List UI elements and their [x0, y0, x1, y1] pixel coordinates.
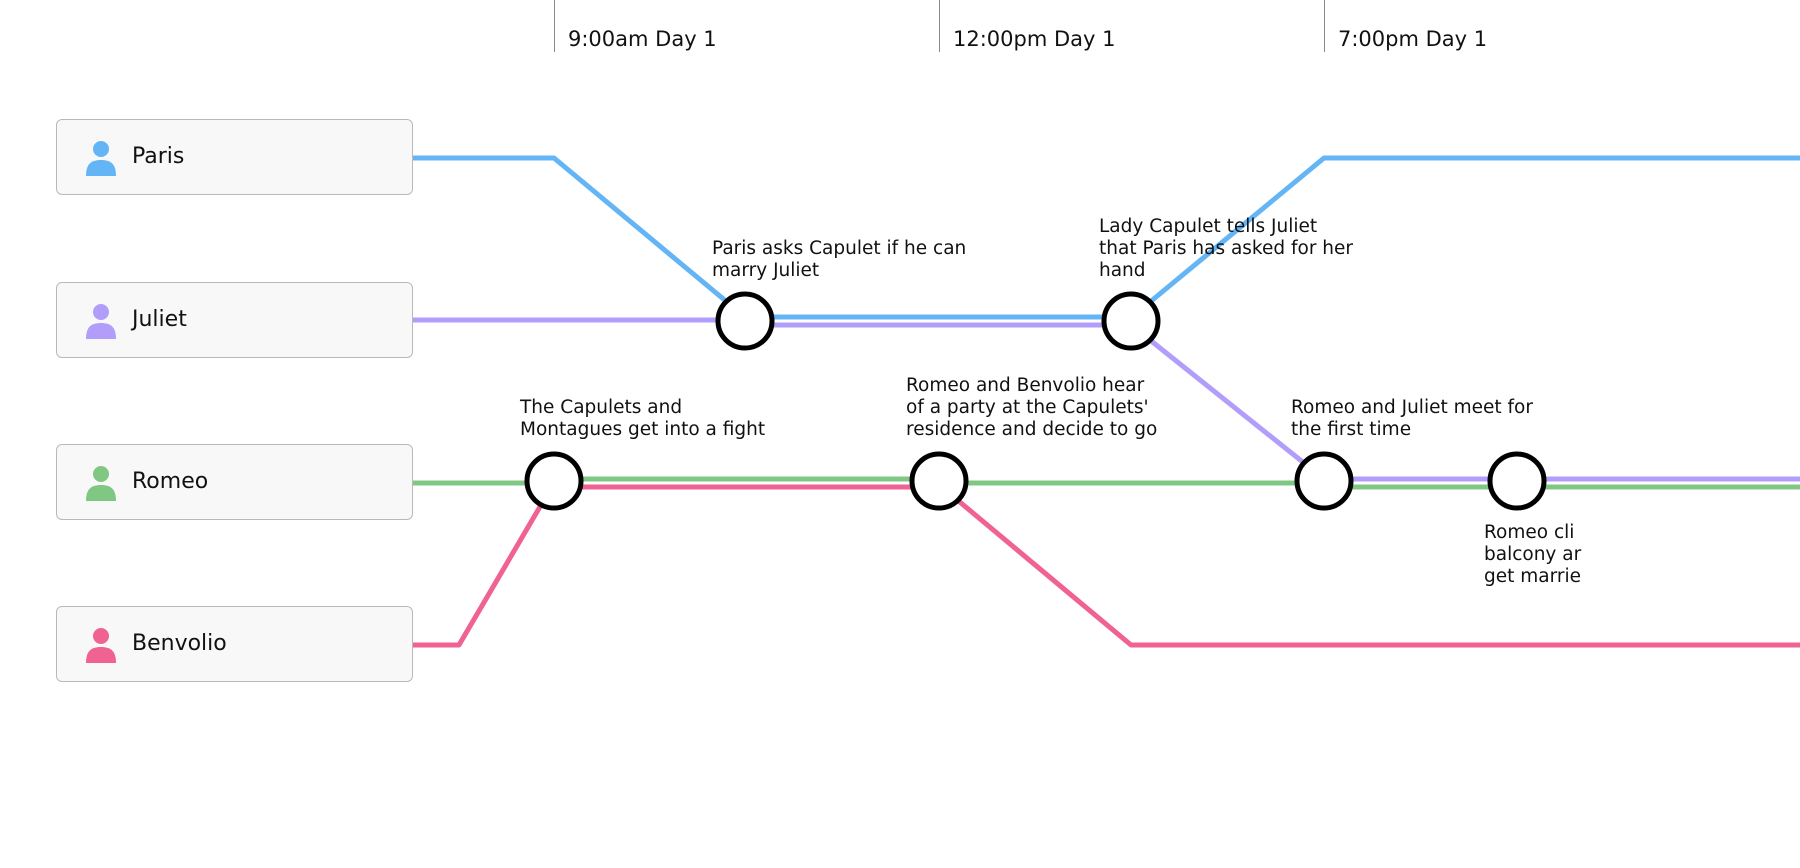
time-tick-3: [1324, 0, 1325, 52]
romeo-storyline: [413, 476, 1800, 490]
time-tick-2: [939, 0, 940, 52]
character-card-juliet[interactable]: Juliet: [56, 282, 413, 358]
person-icon: [86, 141, 116, 176]
time-label-2: 12:00pm Day 1: [953, 27, 1116, 51]
event-node-lady-capulet[interactable]: [1101, 291, 1161, 351]
event-node-meet[interactable]: [1294, 451, 1354, 511]
character-name: Benvolio: [132, 631, 227, 656]
character-card-romeo[interactable]: Romeo: [56, 444, 413, 520]
event-label-balcony: Romeo cli balcony ar get marrie: [1484, 522, 1582, 587]
person-icon: [86, 304, 116, 339]
character-card-paris[interactable]: Paris: [56, 119, 413, 195]
character-name: Juliet: [132, 307, 187, 332]
event-label-fight: The Capulets and Montagues get into a fi…: [520, 397, 766, 440]
event-label-paris-asks: Paris asks Capulet if he can marry Julie…: [712, 238, 967, 281]
event-node-paris-asks[interactable]: [715, 291, 775, 351]
person-icon: [86, 628, 116, 663]
event-label-meet: Romeo and Juliet meet for the first time: [1291, 397, 1533, 440]
benvolio-storyline: [413, 484, 1800, 648]
person-icon: [86, 466, 116, 501]
event-label-party: Romeo and Benvolio hear of a party at th…: [906, 375, 1158, 440]
event-node-party[interactable]: [909, 451, 969, 511]
character-name: Romeo: [132, 469, 209, 494]
character-card-benvolio[interactable]: Benvolio: [56, 606, 413, 682]
time-tick-1: [554, 0, 555, 52]
event-node-balcony[interactable]: [1487, 451, 1547, 511]
event-node-fight[interactable]: [524, 451, 584, 511]
character-name: Paris: [132, 144, 185, 169]
event-label-lady-capulet: Lady Capulet tells Juliet that Paris has…: [1099, 216, 1354, 281]
time-label-1: 9:00am Day 1: [568, 27, 717, 51]
time-label-3: 7:00pm Day 1: [1338, 27, 1488, 51]
paris-storyline: [413, 155, 1800, 320]
